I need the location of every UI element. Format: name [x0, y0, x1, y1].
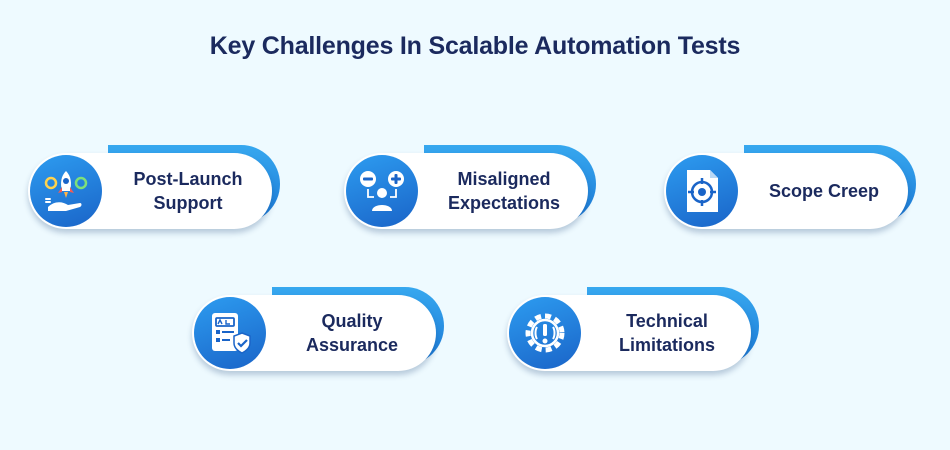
challenge-card-quality-assurance: Quality Assurance	[192, 287, 444, 379]
icon-circle	[666, 155, 738, 227]
rocket-hand-icon	[44, 171, 88, 211]
card-label: Scope Creep	[768, 181, 880, 201]
qa-shield-icon	[212, 313, 251, 354]
icon-circle	[194, 297, 266, 369]
card-label: Post-Launch Support	[133, 169, 243, 213]
gear-warning-icon	[525, 313, 565, 353]
card-pill: Post-Launch Support	[28, 153, 272, 229]
card-pill: Technical Limitations	[507, 295, 751, 371]
icon-circle	[30, 155, 102, 227]
person-choices-icon	[360, 171, 404, 211]
challenge-card-misaligned-expectations: Misaligned Expectations	[344, 145, 596, 237]
card-pill: Quality Assurance	[192, 295, 436, 371]
card-label: Misaligned Expectations	[447, 169, 561, 213]
challenge-card-scope-creep: Scope Creep	[664, 145, 916, 237]
card-label: Technical Limitations	[618, 311, 715, 355]
icon-circle	[346, 155, 418, 227]
challenge-card-post-launch-support: Post-Launch Support	[28, 145, 280, 237]
card-pill: Misaligned Expectations	[344, 153, 588, 229]
challenge-card-technical-limitations: Technical Limitations	[507, 287, 759, 379]
icon-circle	[509, 297, 581, 369]
card-pill: Scope Creep	[664, 153, 908, 229]
card-label: Quality Assurance	[305, 311, 399, 355]
page-title: Key Challenges In Scalable Automation Te…	[209, 32, 741, 60]
target-document-icon	[687, 170, 718, 212]
